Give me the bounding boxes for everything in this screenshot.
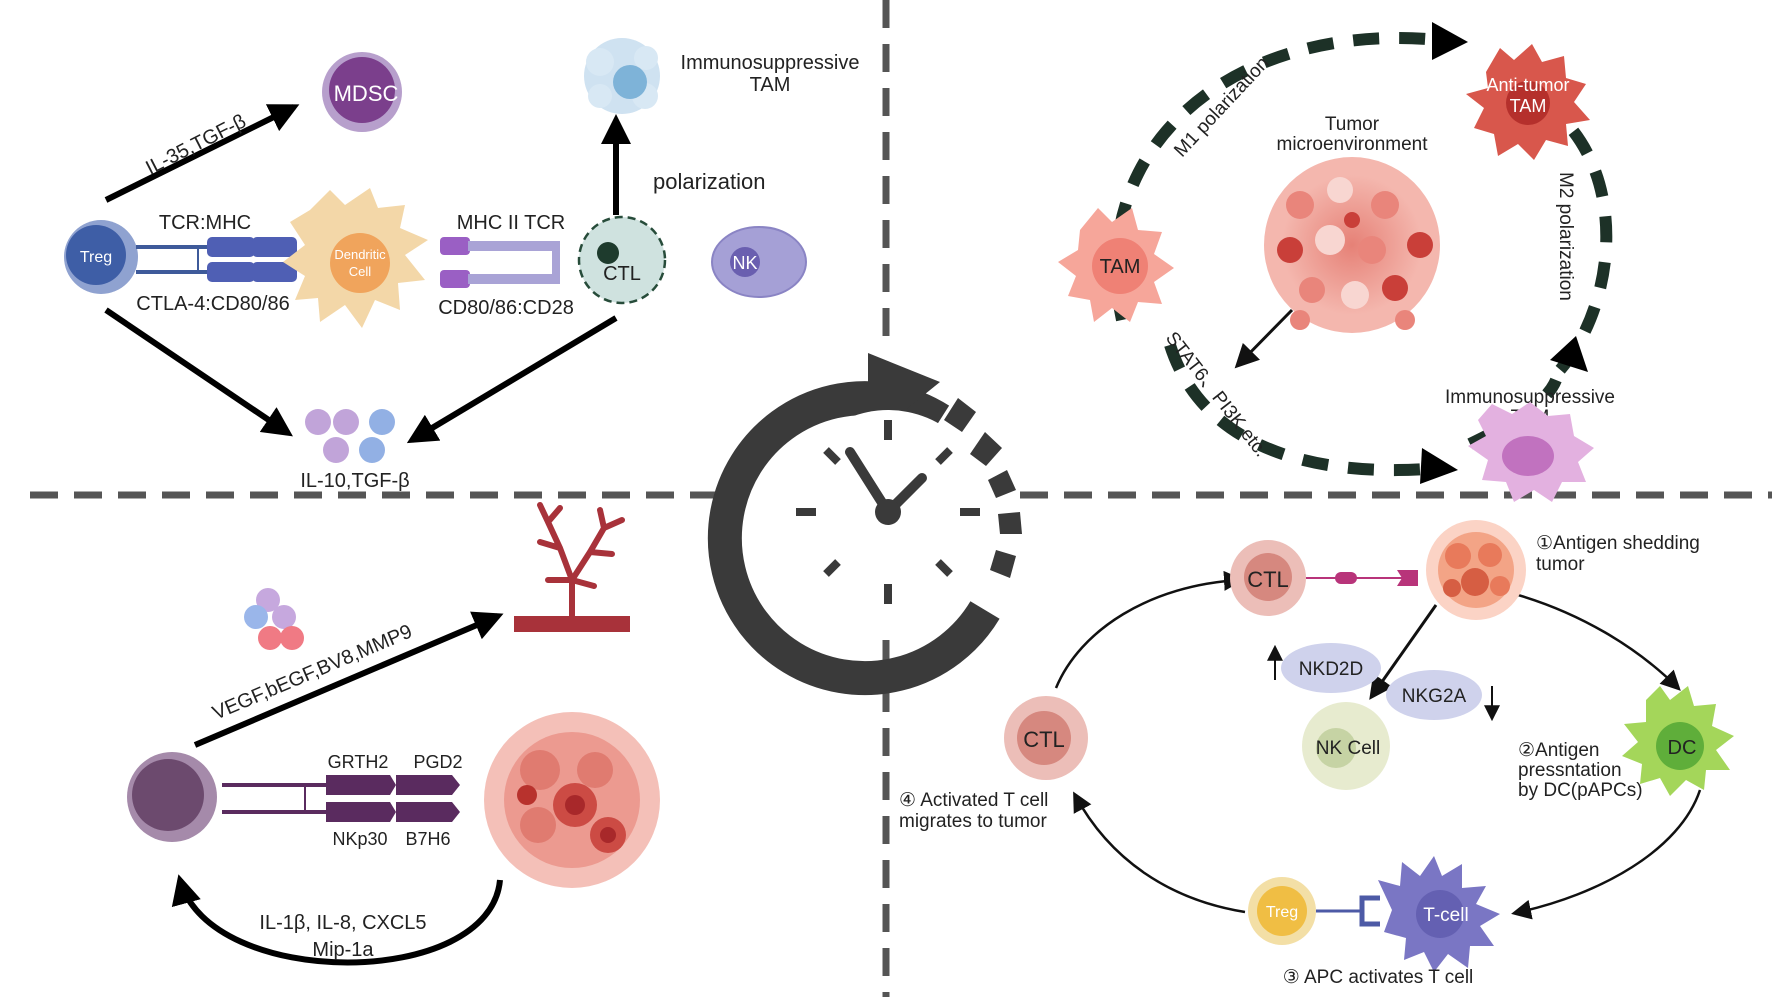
immuno-tam-label-tr-1: Immunosuppressive [1445, 387, 1615, 408]
step1-label-2: tumor [1536, 554, 1585, 575]
top-left-panel: MDSC IL-35,TGF-β Immunosuppressive TAM p… [64, 38, 859, 492]
tcr-mhc-label: TCR:MHC [159, 212, 251, 234]
mdsc-label: MDSC [334, 81, 399, 106]
step4-label-2: migrates to tumor [899, 811, 1047, 832]
cd80-label: CD80/86:CD28 [438, 297, 574, 319]
treg-cell-topleft: Treg [64, 220, 138, 294]
cytokine-dots-topleft [305, 409, 395, 463]
dc-label: DC [1668, 737, 1697, 759]
vegf-label: VEGF,bEGF,BV8,MMP9 [209, 621, 415, 725]
b7h6-label: B7H6 [405, 829, 450, 849]
immuno-tam-label-2: TAM [750, 74, 791, 96]
nk-cell-bottomright: NK Cell [1302, 702, 1390, 790]
blood-vessel-icon [514, 502, 630, 632]
nkd2d-label: NKD2D [1299, 659, 1363, 680]
nkd2d-badge: NKD2D [1281, 643, 1381, 693]
dendritic-label-2: Cell [349, 264, 372, 279]
nk-cell-label: NK Cell [1316, 738, 1380, 759]
bottom-right-panel: CTL ①Antigen shedding tumor NKD2D NKG2A [899, 520, 1734, 988]
treg-label: Treg [80, 249, 112, 266]
ctl-cell-topleft: CTL [577, 215, 667, 305]
treg-br-label: Treg [1266, 904, 1298, 921]
polarization-label: polarization [653, 169, 766, 194]
ctl-left-label: CTL [1023, 727, 1065, 752]
m2-polarization-label: M2 polarization [1555, 172, 1576, 301]
bottom-left-panel: VEGF,bEGF,BV8,MMP9 GRTH2 PGD2 NKp30 B7H6 [127, 502, 660, 966]
t-cell-label: T-cell [1423, 905, 1468, 926]
ctl-cell-left: CTL [1004, 696, 1088, 780]
ctl-label-topleft: CTL [603, 263, 641, 285]
il1b-label: IL-1β, IL-8, CXCL5 [259, 912, 426, 934]
dendritic-cell: Dendritic Cell [283, 188, 428, 328]
anti-tumor-label-1: Anti-tumor [1486, 75, 1569, 95]
il35-label: IL-35,TGF-β [142, 110, 249, 179]
nkg2a-label: NKG2A [1402, 686, 1467, 707]
pgd2-label: PGD2 [413, 752, 462, 772]
divider-lines [30, 0, 1772, 997]
nkp30-label: NKp30 [332, 829, 387, 849]
step2-label-3: by DC(pAPCs) [1518, 780, 1643, 801]
step3-label: ③ APC activates T cell [1283, 967, 1474, 988]
tam-label: TAM [1100, 256, 1141, 278]
immuno-tam-label-1: Immunosuppressive [681, 52, 860, 74]
step4-label-1: ④ Activated T cell [899, 790, 1048, 811]
cytokine-dots-bottomleft [244, 588, 304, 650]
step1-label-1: ①Antigen shedding [1536, 533, 1700, 554]
top-right-panel: M1 polarization M2 polarization Anti-tum… [1058, 22, 1615, 502]
clock-cycle-icon [707, 353, 1022, 696]
mhc2-tcr-label: MHC II TCR [457, 212, 566, 234]
step2-label-2: pressntation [1518, 760, 1622, 781]
dc-cell: DC [1622, 686, 1734, 796]
tam-cell: TAM [1058, 208, 1174, 322]
nk-label: NK [732, 253, 757, 273]
anti-tumor-tam-cell: Anti-tumor TAM [1466, 44, 1590, 160]
tumor-micro-label-1: Tumor [1325, 114, 1380, 135]
step2-label-1: ②Antigen [1518, 740, 1599, 761]
il10-label: IL-10,TGF-β [300, 470, 409, 492]
immuno-tam-cell-topleft [584, 38, 660, 114]
purple-immune-cell [127, 752, 217, 842]
tumor-mass-bottomleft [484, 712, 660, 888]
tumor-mass-icon [1264, 157, 1440, 333]
ctl-top-label: CTL [1247, 567, 1289, 592]
grth2-label: GRTH2 [328, 752, 389, 772]
mdsc-cell: MDSC [322, 52, 402, 132]
t-cell: T-cell [1378, 856, 1500, 972]
nkg2a-badge: NKG2A [1386, 670, 1482, 720]
ctl-cell-top: CTL [1230, 540, 1306, 616]
dendritic-label-1: Dendritic [334, 247, 386, 262]
antigen-tumor [1426, 520, 1526, 620]
nk-cell-topleft: NK [711, 226, 807, 298]
mip-label: Mip-1a [312, 939, 374, 961]
treg-cell-bottomright: Treg [1248, 877, 1316, 945]
immuno-tam-cell-topright [1468, 402, 1594, 502]
ctla4-label: CTLA-4:CD80/86 [136, 293, 289, 315]
anti-tumor-label-2: TAM [1510, 96, 1547, 116]
tumor-micro-label-2: microenvironment [1277, 134, 1429, 155]
